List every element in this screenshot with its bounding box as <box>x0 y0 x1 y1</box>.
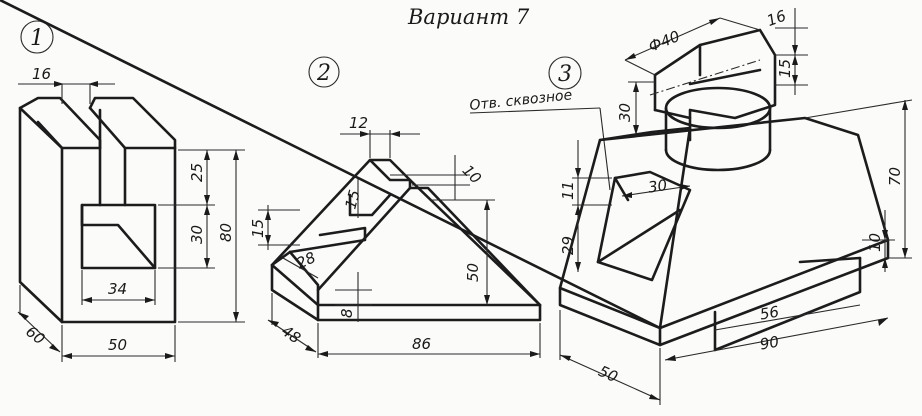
figure-2-body <box>270 158 542 322</box>
figure-2-dimensions: 12 10 15 15 28 50 8 <box>249 114 541 358</box>
figure-1: 1 16 <box>17 20 245 362</box>
figure-2-dim-base: 8 <box>338 308 356 318</box>
figure-1-dim-inner-width: 34 <box>108 280 127 298</box>
figure-3-dim-height: 70 <box>886 167 904 186</box>
figure-3-dim-lower: 29 <box>559 236 577 255</box>
figure-3-dim-hole-height: 11 <box>559 181 577 200</box>
figure-3-dim-diameter: Ф40 <box>646 27 682 56</box>
figure-1-dim-width: 50 <box>108 336 127 354</box>
figure-3-number: 3 <box>558 62 572 87</box>
figure-2-dim-slot-depth: 15 <box>341 188 363 211</box>
figure-3-dim-depth: 50 <box>596 362 621 386</box>
figure-3-dim-slot-height: 10 <box>866 233 884 252</box>
figure-2-dim-height: 50 <box>464 263 482 282</box>
figure-3-dim-cap-width: 16 <box>764 7 788 30</box>
variant-title: Вариант 7 <box>407 5 530 29</box>
figure-1-number-circle <box>20 20 54 54</box>
figure-2-dim-length: 86 <box>412 335 431 353</box>
figure-1-dim-middle: 30 <box>188 225 206 244</box>
figure-3-dim-slot-length: 56 <box>758 303 780 324</box>
figure-3: 3 Отв. сквозное <box>0 0 913 405</box>
figure-2-dim-depth: 48 <box>278 322 304 348</box>
figure-1-dim-height: 80 <box>217 223 235 242</box>
figure-1-dim-upper: 25 <box>188 163 206 182</box>
figure-1-number: 1 <box>30 26 44 51</box>
figure-3-dim-hole-width: 30 <box>647 176 668 196</box>
figure-2-dim-top-width: 12 <box>349 114 368 132</box>
figure-2-number: 2 <box>316 61 331 86</box>
figure-1-body <box>18 96 177 324</box>
figure-3-dim-boss-height: 30 <box>616 103 634 122</box>
figure-2-number-circle <box>308 56 340 88</box>
figure-1-dimensions: 16 25 30 80 34 60 <box>17 65 245 362</box>
figure-1-dim-depth: 60 <box>22 322 48 348</box>
figure-3-dim-cap-height: 15 <box>776 59 794 78</box>
figure-3-dimensions: Ф40 16 15 30 11 29 3 <box>559 7 913 405</box>
figure-1-dim-slot-width: 16 <box>32 65 51 83</box>
figure-3-number-circle <box>548 56 582 90</box>
figure-3-dim-length: 90 <box>758 333 780 354</box>
figure-2-dim-top-offset: 10 <box>459 161 485 187</box>
figure-2-dim-side-height: 15 <box>249 219 267 238</box>
